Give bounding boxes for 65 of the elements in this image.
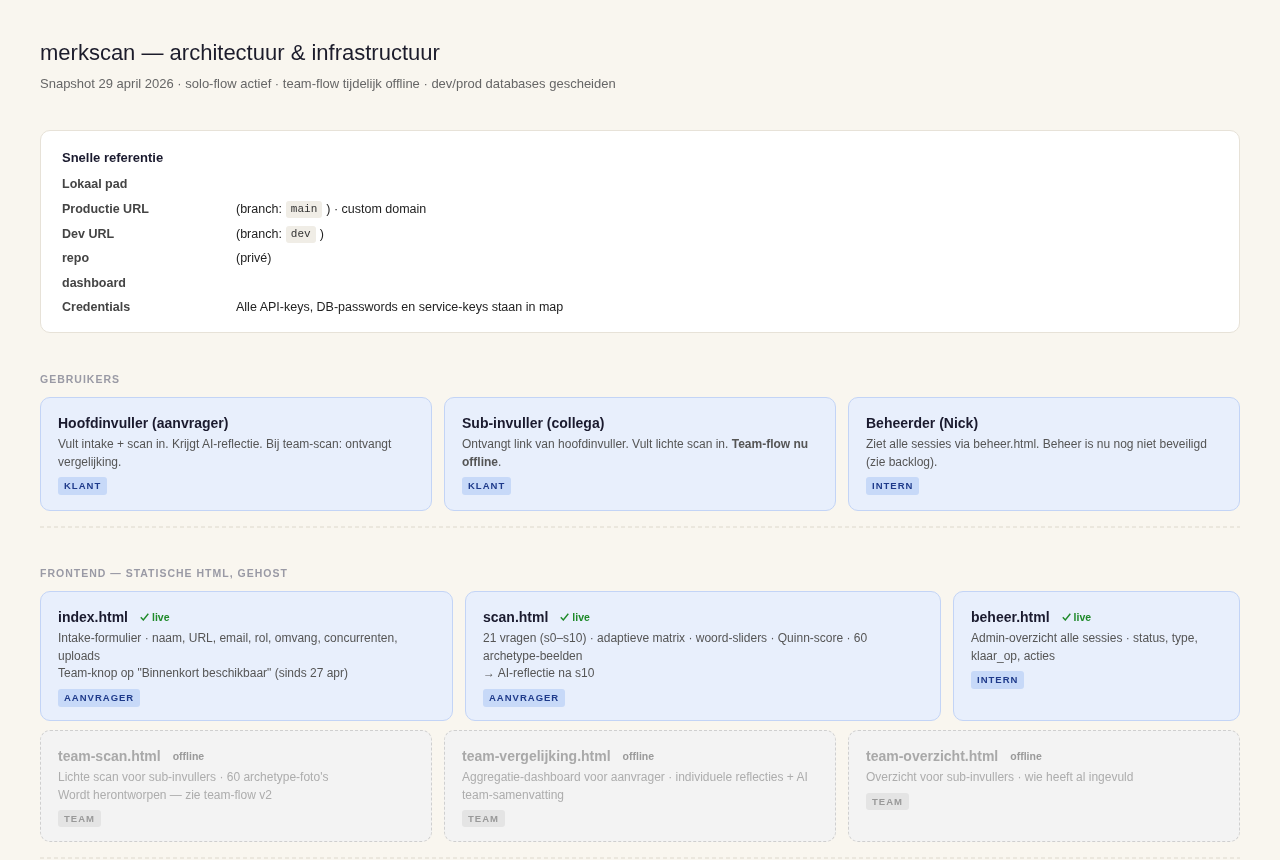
card-title: Snelle referentie — [62, 149, 164, 167]
role-tag: KLANT — [58, 477, 108, 495]
user-card — [40, 397, 432, 511]
card-title: team-scan.html — [58, 747, 161, 765]
section-heading: FRONTEND — STATISCHE HTML, GEHOST — [40, 566, 288, 580]
reference-card — [40, 130, 1240, 333]
subtitle: Snapshot 29 april 2026 · solo-flow actief · team-flow tijdelijk offline · dev/prod databases gescheiden — [40, 75, 616, 93]
section-heading: GEBRUIKERS — [40, 372, 120, 386]
role-tag: KLANT — [462, 477, 512, 495]
role-tag: TEAM — [866, 792, 909, 810]
field-value: Alle API-keys, DB-passwords en service-keys staan in map — [236, 299, 564, 316]
card-title: scan.html — [483, 608, 549, 626]
card-title: index.html — [58, 608, 128, 626]
card-title: Hoofdinvuller (aanvrager) — [58, 414, 229, 432]
card-description: 21 vragen (s0–s10) · adaptieve matrix · woord-sliders · Quinn-score · 60 archetype-beelden — [483, 630, 869, 665]
card-description: Vult intake + scan in. Krijgt AI-reflectie. Bij team-scan: ontvangt vergelijking. — [58, 436, 393, 471]
user-card — [444, 397, 836, 511]
card-description: Team-knop op "Binnenkort beschikbaar" (sinds 27 apr) — [58, 665, 349, 682]
field-value: (branch: — [236, 201, 282, 218]
code-snippet: main — [285, 200, 323, 218]
role-tag: INTERN — [971, 671, 1025, 689]
status-label: live — [572, 610, 590, 624]
card-title: team-vergelijking.html — [462, 747, 611, 765]
field-value: ) — [319, 226, 324, 243]
card-description: Lichte scan voor sub-invullers · 60 archetype-foto's — [58, 769, 330, 786]
card-description: Wordt herontworpen — zie team-flow v2 — [58, 786, 273, 804]
page-card — [40, 730, 432, 842]
field-value: ) · custom domain — [326, 201, 427, 218]
card-description: Overzicht voor sub-invullers · wie heeft al ingevuld — [866, 769, 1135, 786]
card-description: Ontvangt link van hoofdinvuller. Vult lichte scan in. Team-flow nu offline. — [462, 436, 810, 471]
status-label: offline — [622, 749, 655, 763]
page-card — [444, 730, 836, 842]
card-title: Beheerder (Nick) — [866, 414, 979, 432]
field-label: repo — [62, 250, 90, 267]
field-label: Lokaal pad — [62, 176, 128, 193]
field-label: Dev URL — [62, 226, 115, 243]
field-value: (branch: — [236, 226, 282, 243]
page-card — [465, 591, 941, 721]
code-snippet: dev — [285, 225, 316, 243]
user-card — [848, 397, 1240, 511]
card-title: Sub-invuller (collega) — [462, 414, 605, 432]
page-title: merkscan — architectuur & infrastructuur — [40, 39, 440, 67]
card-description: Ziet alle sessies via beheer.html. Beheer is nu nog niet beveiligd (zie backlog). — [866, 436, 1208, 471]
role-tag: TEAM — [462, 810, 505, 827]
field-label: dashboard — [62, 275, 126, 292]
card-title: beheer.html — [971, 608, 1050, 626]
role-tag: INTERN — [866, 477, 920, 495]
role-tag: AANVRAGER — [483, 688, 566, 707]
status-label: live — [1073, 610, 1092, 624]
status-label: offline — [172, 749, 205, 763]
card-description: Admin-overzicht alle sessies · status, type, klaar_op, acties — [971, 630, 1199, 665]
role-tag: TEAM — [58, 810, 101, 827]
status-label: live — [152, 610, 170, 624]
card-description: Intake-formulier · naam, URL, email, rol, omvang, concurrenten, uploads — [58, 630, 399, 665]
status-label: offline — [1010, 749, 1042, 763]
card-title: team-overzicht.html — [866, 747, 999, 765]
page-card — [953, 591, 1240, 721]
field-label: Credentials — [62, 299, 131, 316]
role-tag: AANVRAGER — [58, 688, 141, 707]
page-card — [848, 730, 1240, 842]
card-description: Aggregatie-dashboard voor aanvrager · individuele reflecties + AI team-samenvatting — [462, 769, 809, 804]
field-value: (privé) — [236, 250, 272, 267]
field-label: Productie URL — [62, 201, 149, 218]
page-card — [40, 591, 453, 721]
card-description: → AI-reflectie na s10 — [483, 665, 596, 682]
